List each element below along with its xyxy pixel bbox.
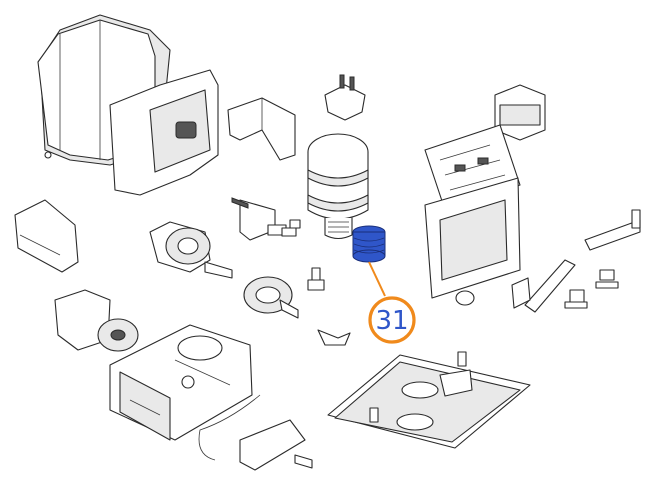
board-support-frame — [424, 177, 521, 306]
mounting-bracket — [227, 97, 296, 161]
front-cover — [109, 69, 219, 196]
callout-bubble[interactable]: 31 — [368, 296, 416, 344]
limit-switch — [198, 394, 313, 471]
drive-gear — [149, 221, 233, 279]
base-plate — [327, 351, 531, 449]
release-key — [231, 197, 301, 241]
right-brackets — [511, 209, 641, 313]
side-pad — [14, 199, 79, 273]
small-pins — [307, 267, 351, 346]
output-pinion — [54, 289, 139, 352]
transformer — [494, 84, 546, 141]
highlighted-part[interactable] — [352, 225, 386, 263]
callout-number: 31 — [375, 306, 408, 336]
electric-motor — [307, 133, 369, 240]
power-plug — [324, 74, 366, 121]
callout-leader-line — [368, 261, 386, 297]
gearbox-housing — [109, 324, 253, 441]
intermediate-gear — [243, 276, 299, 319]
